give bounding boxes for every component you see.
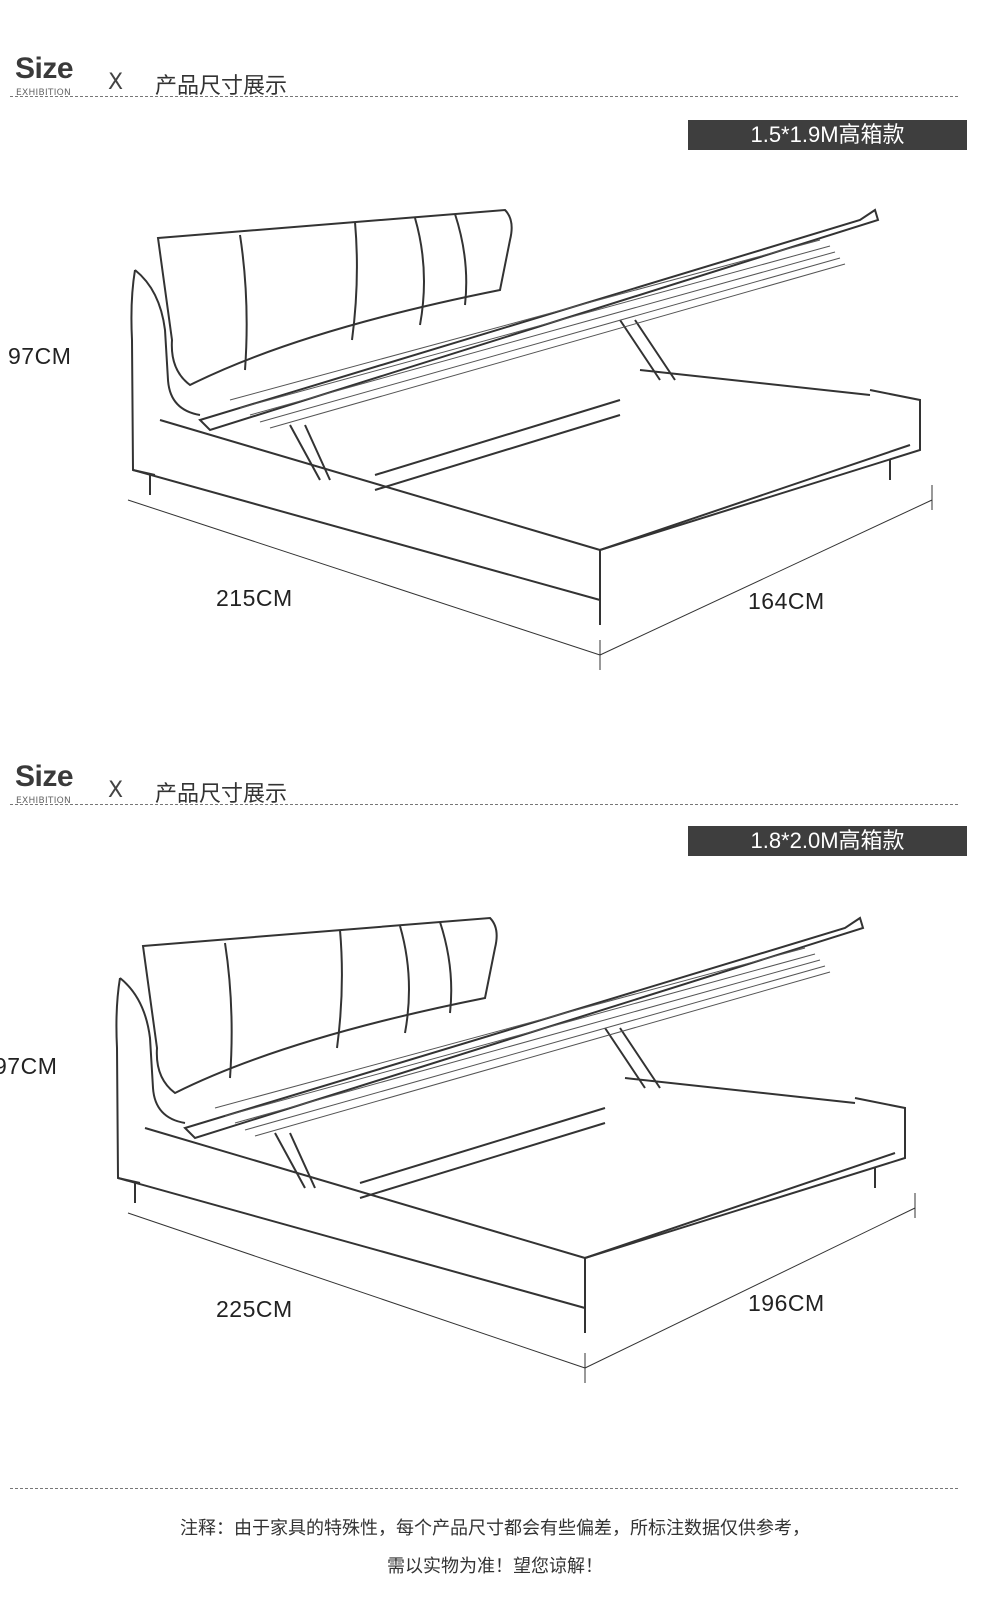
dimension-lines	[127, 485, 933, 670]
model-badge: 1.8*2.0M高箱款	[688, 826, 967, 856]
divider	[10, 804, 958, 805]
bed-slats	[214, 947, 831, 1137]
bed-outline	[130, 208, 921, 625]
model-badge: 1.5*1.9M高箱款	[688, 120, 967, 150]
dimension-lines	[127, 1193, 916, 1383]
bed-drawing	[115, 916, 916, 1383]
length-dimension: 215CM	[216, 585, 293, 611]
separator-x: X	[108, 70, 124, 95]
bed-outline	[115, 916, 906, 1333]
size-section-2: Size EXHIBITION X 产品尺寸展示 1.8*2.0M高箱款 97C…	[0, 748, 990, 1448]
note-line-1: 注释：由于家具的特殊性，每个产品尺寸都会有些偏差，所标注数据仅供参考，	[180, 1518, 810, 1539]
section-title: 产品尺寸展示	[155, 782, 288, 807]
size-heading: Size	[15, 52, 74, 85]
separator-x: X	[108, 778, 124, 803]
footer-divider	[10, 1488, 958, 1489]
divider	[10, 96, 958, 97]
note-line-2: 需以实物为准！望您谅解！	[387, 1556, 603, 1577]
bed-drawing	[127, 208, 933, 670]
height-dimension: 97CM	[8, 343, 72, 369]
height-dimension: 97CM	[0, 1053, 58, 1079]
size-heading: Size	[15, 760, 74, 793]
size-section-1: Size EXHIBITION X 产品尺寸展示 1.5*1.9M高箱款 97C…	[0, 40, 990, 740]
width-dimension: 196CM	[748, 1290, 825, 1316]
exhibition-subtitle: EXHIBITION	[16, 88, 72, 98]
section-title: 产品尺寸展示	[155, 74, 288, 99]
length-dimension: 225CM	[216, 1296, 293, 1322]
exhibition-subtitle: EXHIBITION	[16, 796, 72, 806]
bed-slats	[229, 239, 846, 429]
width-dimension: 164CM	[748, 588, 825, 614]
